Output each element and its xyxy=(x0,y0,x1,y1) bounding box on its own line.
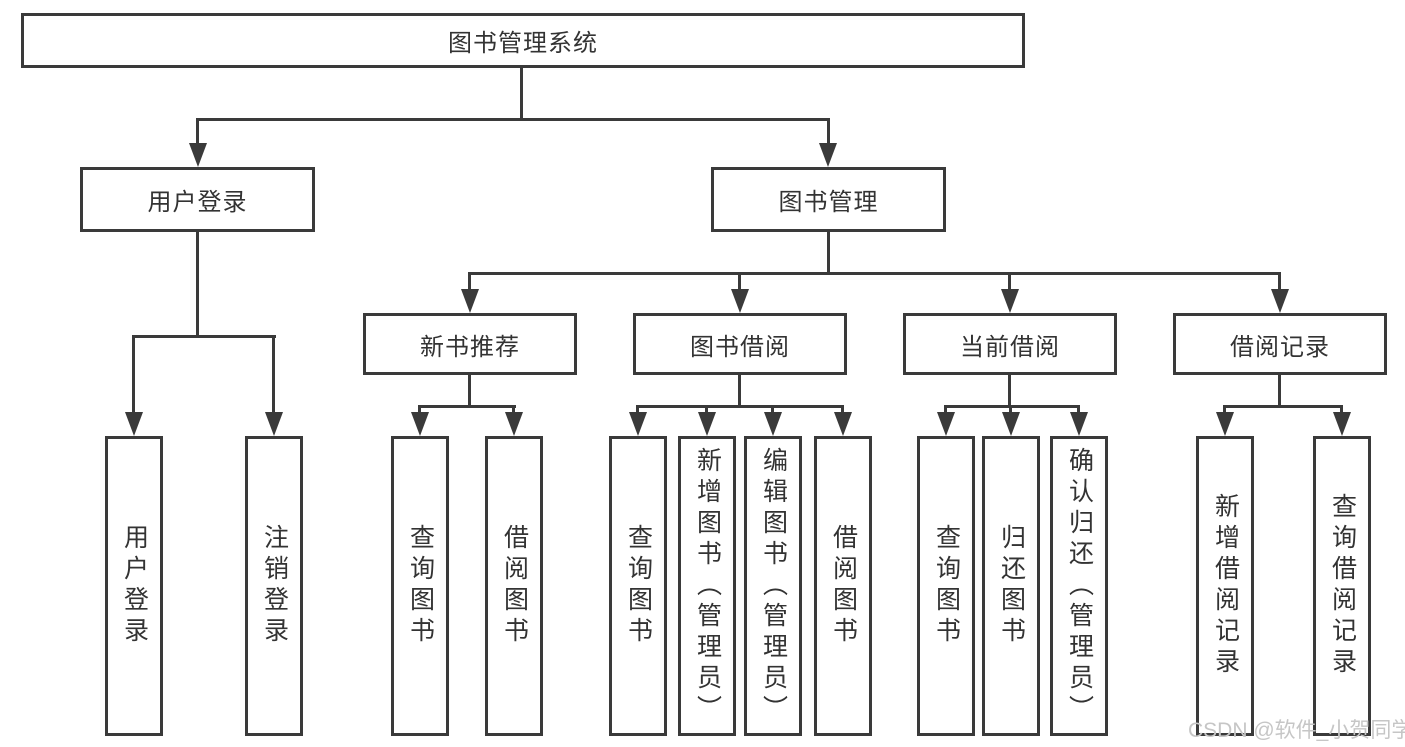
connector-drop-query-books-borrow xyxy=(636,405,639,417)
connector-drop-borrow-books xyxy=(841,405,844,417)
connector-drop-return-books xyxy=(1009,405,1012,417)
node-borrowing-records: 借阅记录 xyxy=(1173,313,1387,375)
arrowhead-book-borrowing xyxy=(731,289,749,313)
arrowhead-confirm-return xyxy=(1070,412,1088,436)
arrowhead-add-books xyxy=(698,412,716,436)
node-current-borrowing: 当前借阅 xyxy=(903,313,1117,375)
connector-drop-leaf-logout xyxy=(272,335,275,415)
leaf-query-borrow-record-label: 查询借阅记录 xyxy=(1328,493,1357,679)
connector-drop-new-book xyxy=(468,272,471,292)
arrowhead-edit-books xyxy=(764,412,782,436)
connector-drop-borrow-books-recommend xyxy=(512,405,515,417)
leaf-add-borrow-record-label: 新增借阅记录 xyxy=(1211,493,1240,679)
leaf-user-login-label: 用户登录 xyxy=(120,524,149,648)
arrowhead-add-borrow-record xyxy=(1216,412,1234,436)
arrowhead-leaf-logout xyxy=(265,412,283,436)
leaf-query-books-current: 查询图书 xyxy=(917,436,975,736)
arrowhead-borrowing-records xyxy=(1271,289,1289,313)
connector-book-management-trunk xyxy=(827,232,830,272)
leaf-query-books-borrow: 查询图书 xyxy=(609,436,667,736)
leaf-borrow-books-label: 借阅图书 xyxy=(829,524,858,648)
node-new-book-recommendation: 新书推荐 xyxy=(363,313,577,375)
arrowhead-return-books xyxy=(1002,412,1020,436)
connector-user-login-bar xyxy=(133,335,276,338)
leaf-query-books-borrow-label: 查询图书 xyxy=(624,524,653,648)
leaf-confirm-return-admin-label: 确认归还（管理员） xyxy=(1065,446,1094,726)
connector-drop-current-borrowing xyxy=(1008,272,1011,292)
connector-drop-borrowing-records xyxy=(1278,272,1281,292)
node-book-management: 图书管理 xyxy=(711,167,946,232)
leaf-return-books-label: 归还图书 xyxy=(997,524,1026,648)
node-user-login: 用户登录 xyxy=(80,167,315,232)
connector-drop-confirm-return xyxy=(1077,405,1080,417)
leaf-confirm-return-admin: 确认归还（管理员） xyxy=(1050,436,1108,736)
leaf-query-books-recommend-label: 查询图书 xyxy=(406,524,435,648)
connector-user-login-trunk xyxy=(196,232,199,335)
connector-book-management-bar xyxy=(468,272,1281,275)
connector-root-trunk xyxy=(520,68,523,118)
node-book-borrowing: 图书借阅 xyxy=(633,313,847,375)
arrowhead-query-books-borrow xyxy=(629,412,647,436)
connector-drop-query-books-current xyxy=(944,405,947,417)
leaf-add-books-admin: 新增图书（管理员） xyxy=(678,436,736,736)
arrowhead-borrow-books xyxy=(834,412,852,436)
connector-book-borrowing-trunk xyxy=(738,375,741,406)
leaf-logout-login-label: 注销登录 xyxy=(260,524,289,648)
leaf-borrow-books: 借阅图书 xyxy=(814,436,872,736)
leaf-logout-login: 注销登录 xyxy=(245,436,303,736)
leaf-user-login: 用户登录 xyxy=(105,436,163,736)
connector-drop-book-borrowing xyxy=(738,272,741,292)
connector-new-book-bar xyxy=(419,405,516,408)
node-library-management-system: 图书管理系统 xyxy=(21,13,1025,68)
arrowhead-query-borrow-record xyxy=(1333,412,1351,436)
arrowhead-book-management xyxy=(819,143,837,167)
connector-drop-user-login xyxy=(196,118,199,146)
connector-borrowing-records-trunk xyxy=(1278,375,1281,406)
csdn-watermark: CSDN @软件_小贺同学 xyxy=(1188,719,1405,742)
leaf-add-books-admin-label: 新增图书（管理员） xyxy=(693,446,722,726)
arrowhead-user-login xyxy=(189,143,207,167)
leaf-query-borrow-record: 查询借阅记录 xyxy=(1313,436,1371,736)
arrowhead-borrow-books-recommend xyxy=(505,412,523,436)
leaf-edit-books-admin: 编辑图书（管理员） xyxy=(744,436,802,736)
arrowhead-leaf-user-login xyxy=(125,412,143,436)
connector-drop-edit-books xyxy=(771,405,774,417)
connector-drop-add-borrow-record xyxy=(1223,405,1226,417)
leaf-return-books: 归还图书 xyxy=(982,436,1040,736)
leaf-query-books-recommend: 查询图书 xyxy=(391,436,449,736)
connector-drop-query-books-recommend xyxy=(418,405,421,417)
connector-book-borrowing-bar xyxy=(636,405,844,408)
connector-drop-leaf-user-login xyxy=(132,335,135,415)
arrowhead-query-books-current xyxy=(937,412,955,436)
connector-drop-query-borrow-record xyxy=(1340,405,1343,417)
leaf-borrow-books-recommend-label: 借阅图书 xyxy=(500,524,529,648)
leaf-edit-books-admin-label: 编辑图书（管理员） xyxy=(759,446,788,726)
connector-borrowing-records-bar xyxy=(1223,405,1343,408)
leaf-borrow-books-recommend: 借阅图书 xyxy=(485,436,543,736)
connector-current-borrowing-trunk xyxy=(1008,375,1011,406)
connector-drop-add-books xyxy=(705,405,708,417)
connector-new-book-trunk xyxy=(468,375,471,406)
connector-drop-book-management xyxy=(827,118,830,146)
arrowhead-query-books-recommend xyxy=(411,412,429,436)
connector-root-bar xyxy=(197,118,830,121)
arrowhead-new-book xyxy=(461,289,479,313)
connector-current-borrowing-bar xyxy=(944,405,1080,408)
arrowhead-current-borrowing xyxy=(1001,289,1019,313)
leaf-add-borrow-record: 新增借阅记录 xyxy=(1196,436,1254,736)
leaf-query-books-current-label: 查询图书 xyxy=(932,524,961,648)
